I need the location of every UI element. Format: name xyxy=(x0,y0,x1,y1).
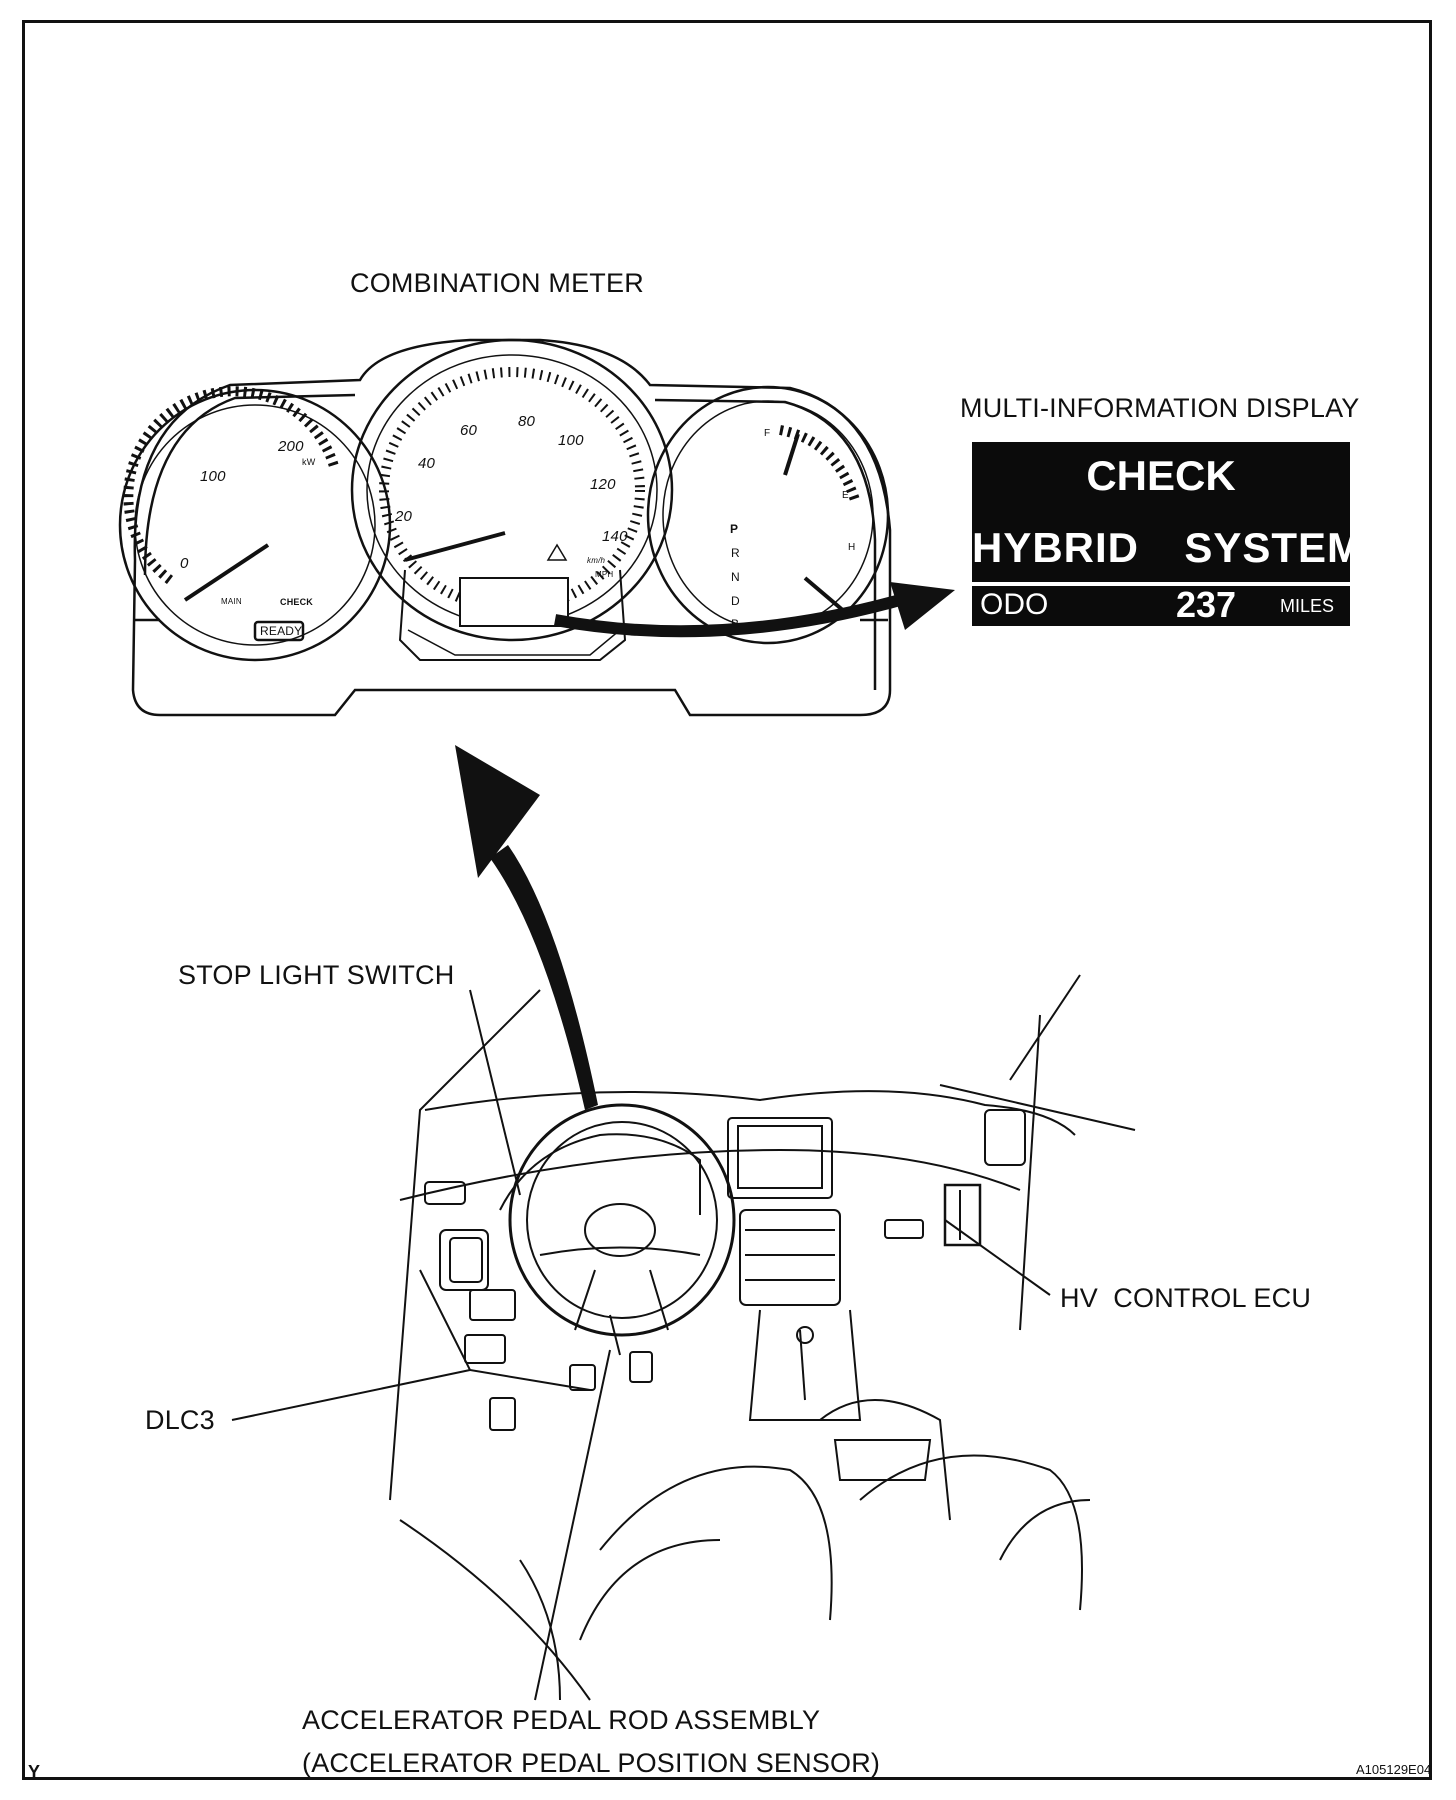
speed-mph-140: 140 xyxy=(602,528,628,545)
temp-hot: H xyxy=(848,542,856,553)
speed-mph-120: 120 xyxy=(590,476,616,493)
odometer-row: ODO 237 MILES xyxy=(972,582,1350,630)
power-gauge-unit: kW xyxy=(302,457,316,467)
footer-left-code: Y xyxy=(28,1762,41,1782)
stop-light-switch-label: STOP LIGHT SWITCH xyxy=(178,960,455,990)
accelerator-pedal-rod-assembly-label: ACCELERATOR PEDAL ROD ASSEMBLY xyxy=(302,1705,821,1735)
fuel-empty: E xyxy=(842,490,849,501)
speed-mph-100: 100 xyxy=(558,432,584,449)
odometer-value: 237 xyxy=(1176,584,1237,625)
combination-meter-illustration xyxy=(118,338,892,717)
gear-p: P xyxy=(730,522,739,536)
main-indicator: MAIN xyxy=(221,597,242,606)
speed-mph-60: 60 xyxy=(460,422,478,439)
display-line-check: CHECK xyxy=(1086,452,1236,499)
fuel-full: F xyxy=(764,428,771,439)
speed-mph-20: 20 xyxy=(395,508,413,525)
gear-b: B xyxy=(731,617,740,631)
vehicle-interior-illustration xyxy=(389,974,1136,1701)
dash-to-meter-arrow xyxy=(490,845,598,1110)
diagram-frame xyxy=(22,20,1432,1780)
odometer-unit: MILES xyxy=(1280,596,1335,616)
combination-meter-label: COMBINATION METER xyxy=(350,268,644,298)
multi-information-display-label: MULTI-INFORMATION DISPLAY xyxy=(960,393,1360,423)
gear-n: N xyxy=(731,570,740,584)
odometer-label: ODO xyxy=(980,588,1049,621)
power-gauge-tick-200: 200 xyxy=(278,438,304,455)
accelerator-pedal-position-sensor-label: (ACCELERATOR PEDAL POSITION SENSOR) xyxy=(302,1748,881,1778)
speed-unit-mph: MPH xyxy=(595,570,614,579)
leader-lines xyxy=(231,989,1051,1701)
hv-control-ecu-label: HV CONTROL ECU xyxy=(1060,1283,1312,1313)
display-line-hybrid-system: HYBRID SYSTEM xyxy=(972,524,1364,571)
power-gauge-tick-100: 100 xyxy=(200,468,226,485)
speed-unit-kmh: km/h xyxy=(587,556,606,565)
meter-to-display-arrow xyxy=(553,594,902,638)
ready-indicator: READY xyxy=(260,624,303,638)
multi-information-display: CHECK HYBRID SYSTEM ODO 237 MILES xyxy=(972,442,1364,626)
speed-mph-80: 80 xyxy=(518,413,536,430)
gear-r: R xyxy=(731,546,740,560)
footer-figure-id: A105129E04 xyxy=(1356,1762,1432,1777)
power-gauge-tick-0: 0 xyxy=(180,555,189,572)
gear-d: D xyxy=(731,594,740,608)
check-indicator: CHECK xyxy=(280,597,314,607)
speed-mph-40: 40 xyxy=(418,455,436,472)
dlc3-label: DLC3 xyxy=(145,1405,215,1435)
